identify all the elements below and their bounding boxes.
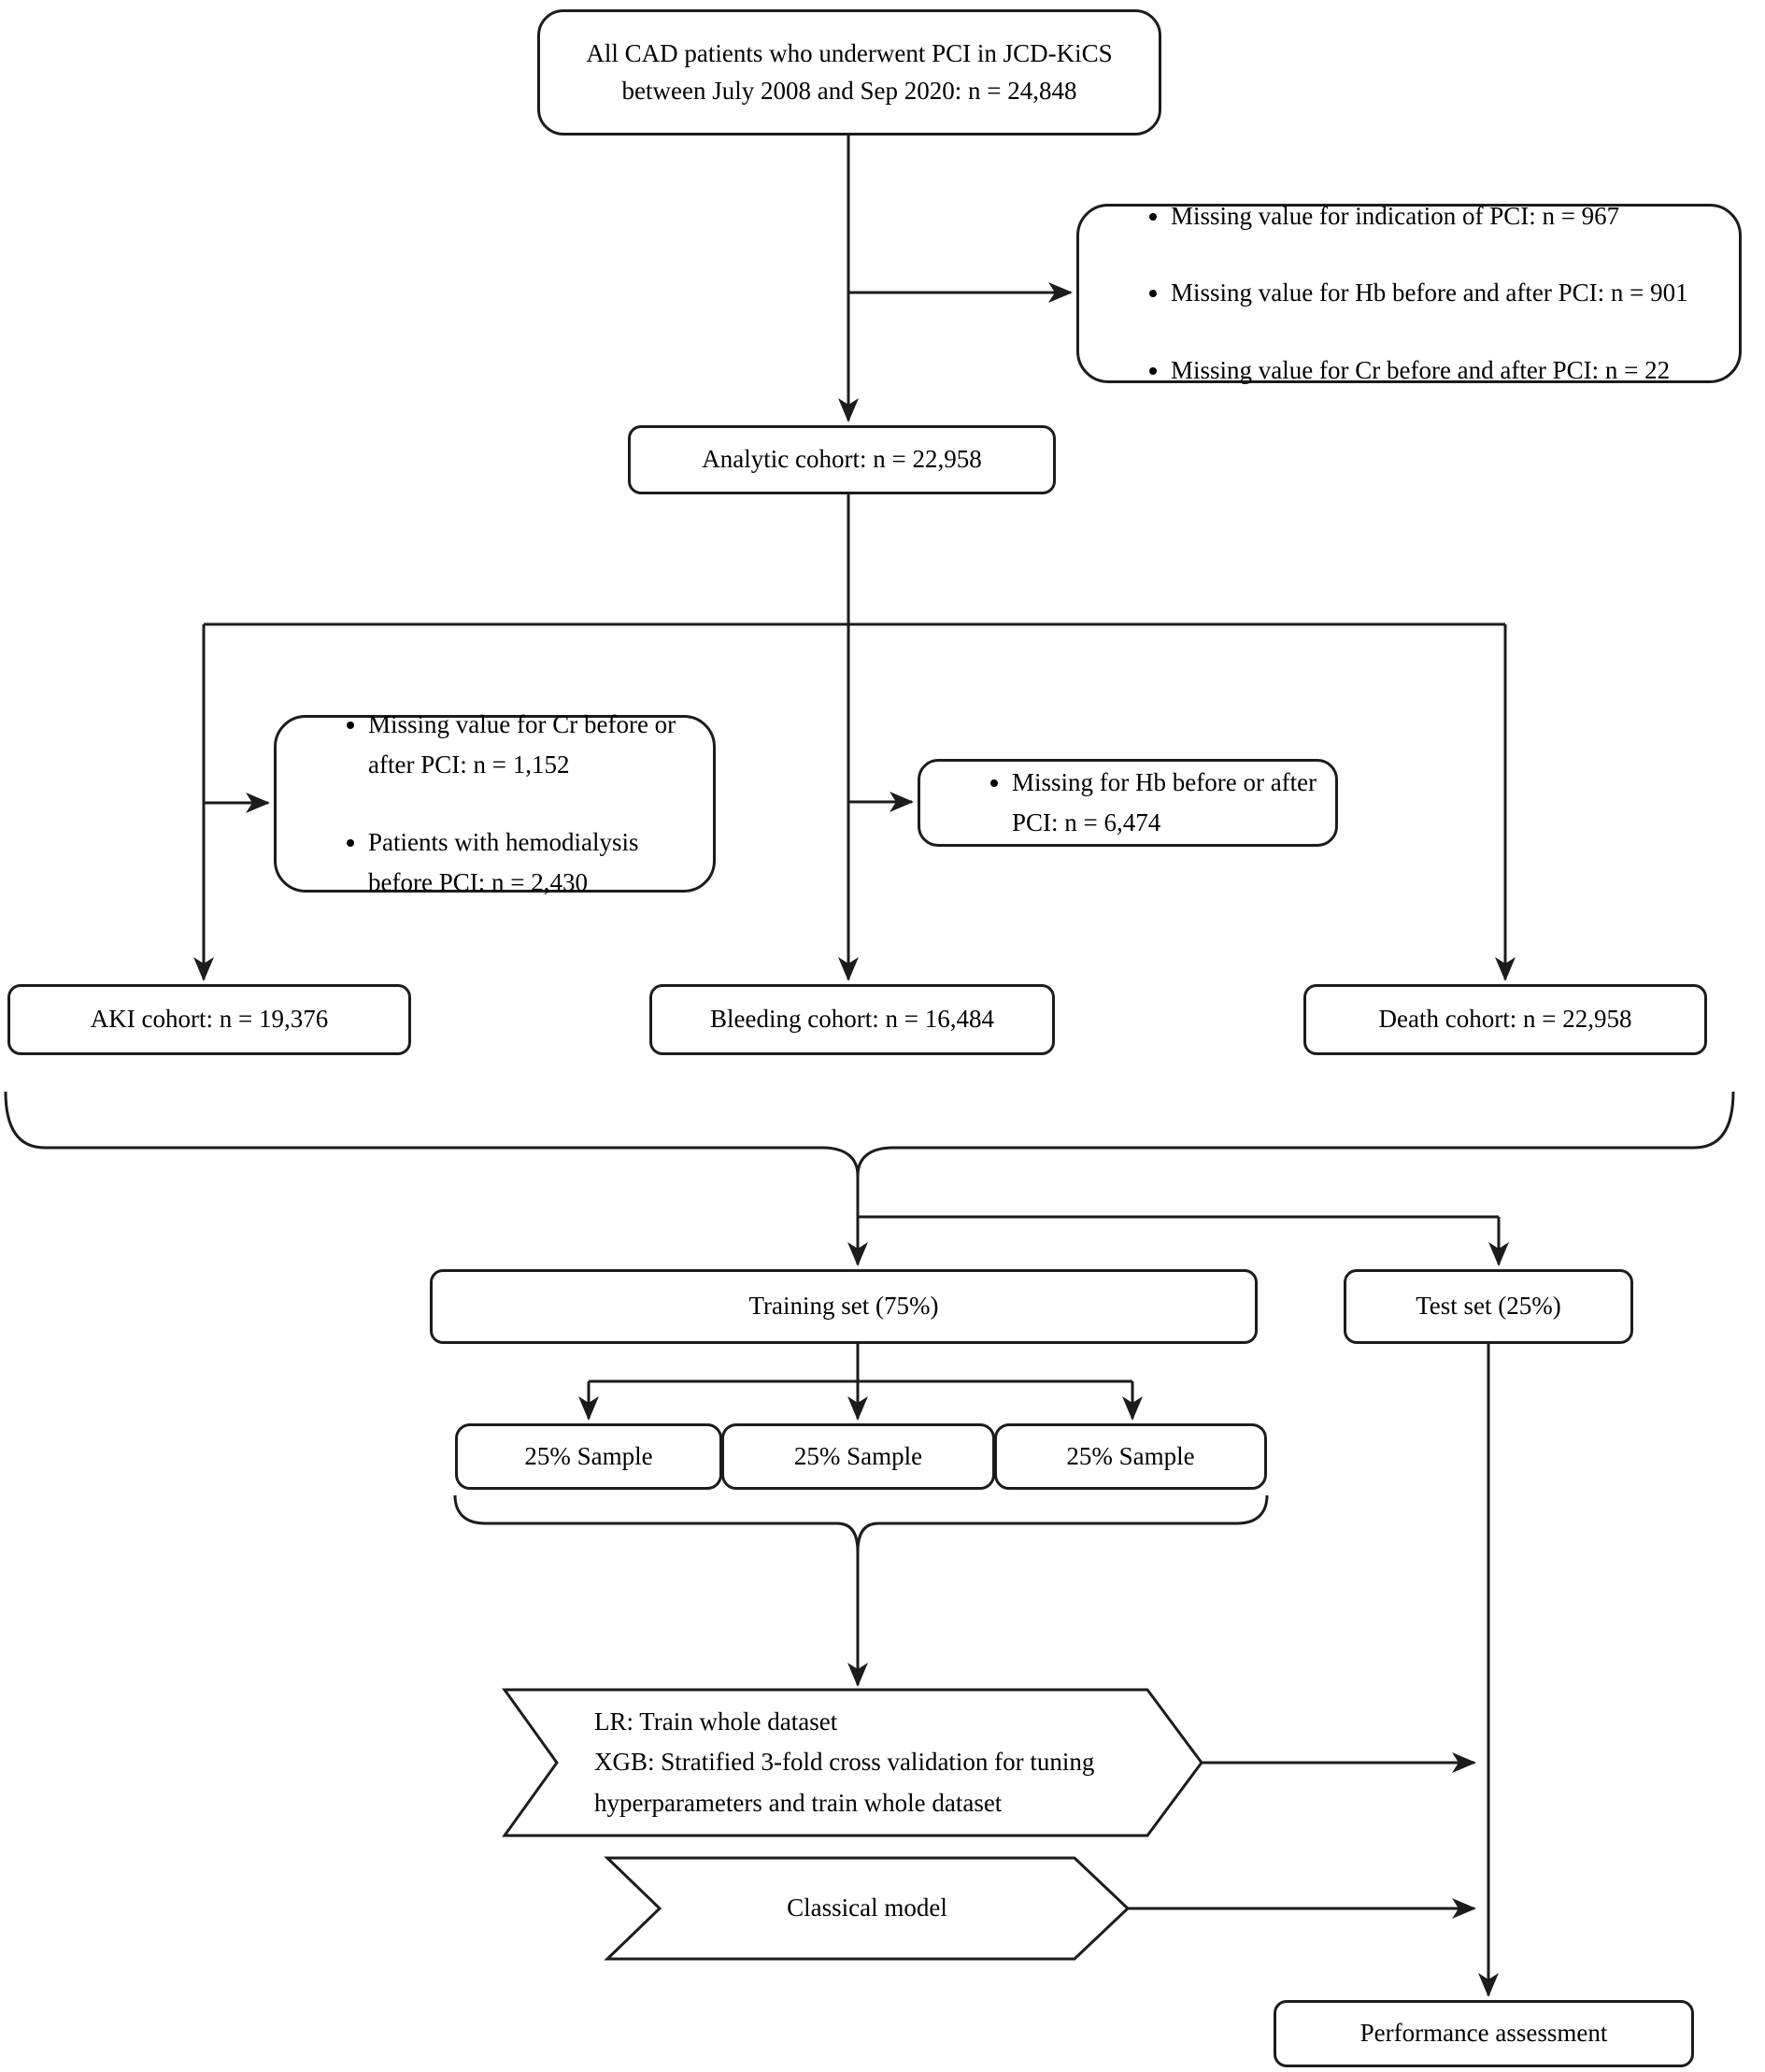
box-performance-assessment: Performance assessment	[1274, 2000, 1694, 2067]
exclusion-item: Missing value for indication of PCI: n =…	[1171, 196, 1688, 236]
box-sample-3: 25% Sample	[994, 1423, 1267, 1490]
exclusion-aki-list: Missing value for Cr before or after PCI…	[277, 668, 685, 939]
box-exclusion-aki: Missing value for Cr before or after PCI…	[274, 710, 716, 896]
classical-model-text: Classical model	[660, 1858, 1075, 1959]
box-all-cad-patients: All CAD patients who underwent PCI in JC…	[537, 9, 1161, 136]
exclusion-bleeding-list: Missing for Hb before or after PCI: n = …	[920, 726, 1326, 880]
box-sample-1: 25% Sample	[455, 1423, 722, 1490]
ml-process-text: LR: Train whole dataset XGB: Stratified …	[594, 1690, 1141, 1836]
exclusion-item: Missing value for Cr before or after PCI…	[368, 705, 676, 785]
exclusion-item: Missing value for Cr before and after PC…	[1171, 350, 1688, 391]
exclusion-top-list: Missing value for indication of PCI: n =…	[1079, 160, 1698, 427]
sample-3-label: 25% Sample	[1066, 1441, 1195, 1470]
ml-process-label: LR: Train whole dataset XGB: Stratified …	[594, 1708, 1095, 1817]
box-training-set: Training set (75%)	[430, 1269, 1258, 1344]
sample-1-label: 25% Sample	[524, 1441, 653, 1470]
exclusion-item: Patients with hemodialysis before PCI: n…	[368, 822, 676, 903]
performance-assessment-label: Performance assessment	[1359, 2019, 1608, 2048]
all-cad-patients-label: All CAD patients who underwent PCI in JC…	[586, 39, 1113, 105]
box-exclusion-bleeding: Missing for Hb before or after PCI: n = …	[918, 759, 1338, 847]
classical-model-label: Classical model	[787, 1893, 947, 1922]
sample-2-label: 25% Sample	[793, 1441, 923, 1470]
brace-cohorts	[4, 1091, 1735, 1177]
box-sample-2: 25% Sample	[721, 1423, 995, 1490]
box-exclusion-top: Missing value for indication of PCI: n =…	[1076, 202, 1742, 384]
box-aki-cohort: AKI cohort: n = 19,376	[7, 984, 411, 1055]
exclusion-item: Missing value for Hb before and after PC…	[1171, 273, 1688, 313]
training-set-label: Training set (75%)	[748, 1292, 939, 1321]
aki-cohort-label: AKI cohort: n = 19,376	[90, 1005, 329, 1034]
analytic-cohort-label: Analytic cohort: n = 22,958	[702, 445, 982, 474]
test-set-label: Test set (25%)	[1416, 1292, 1561, 1321]
death-cohort-label: Death cohort: n = 22,958	[1378, 1005, 1632, 1034]
classical-model-shape	[604, 1856, 1131, 1961]
exclusion-item: Missing for Hb before or after PCI: n = …	[1012, 763, 1317, 843]
box-test-set: Test set (25%)	[1344, 1269, 1633, 1344]
box-analytic-cohort: Analytic cohort: n = 22,958	[628, 425, 1056, 494]
box-bleeding-cohort: Bleeding cohort: n = 16,484	[649, 984, 1055, 1055]
brace-samples	[453, 1494, 1269, 1552]
bleeding-cohort-label: Bleeding cohort: n = 16,484	[710, 1005, 994, 1034]
ml-process-shape	[502, 1688, 1203, 1837]
box-death-cohort: Death cohort: n = 22,958	[1303, 984, 1707, 1055]
